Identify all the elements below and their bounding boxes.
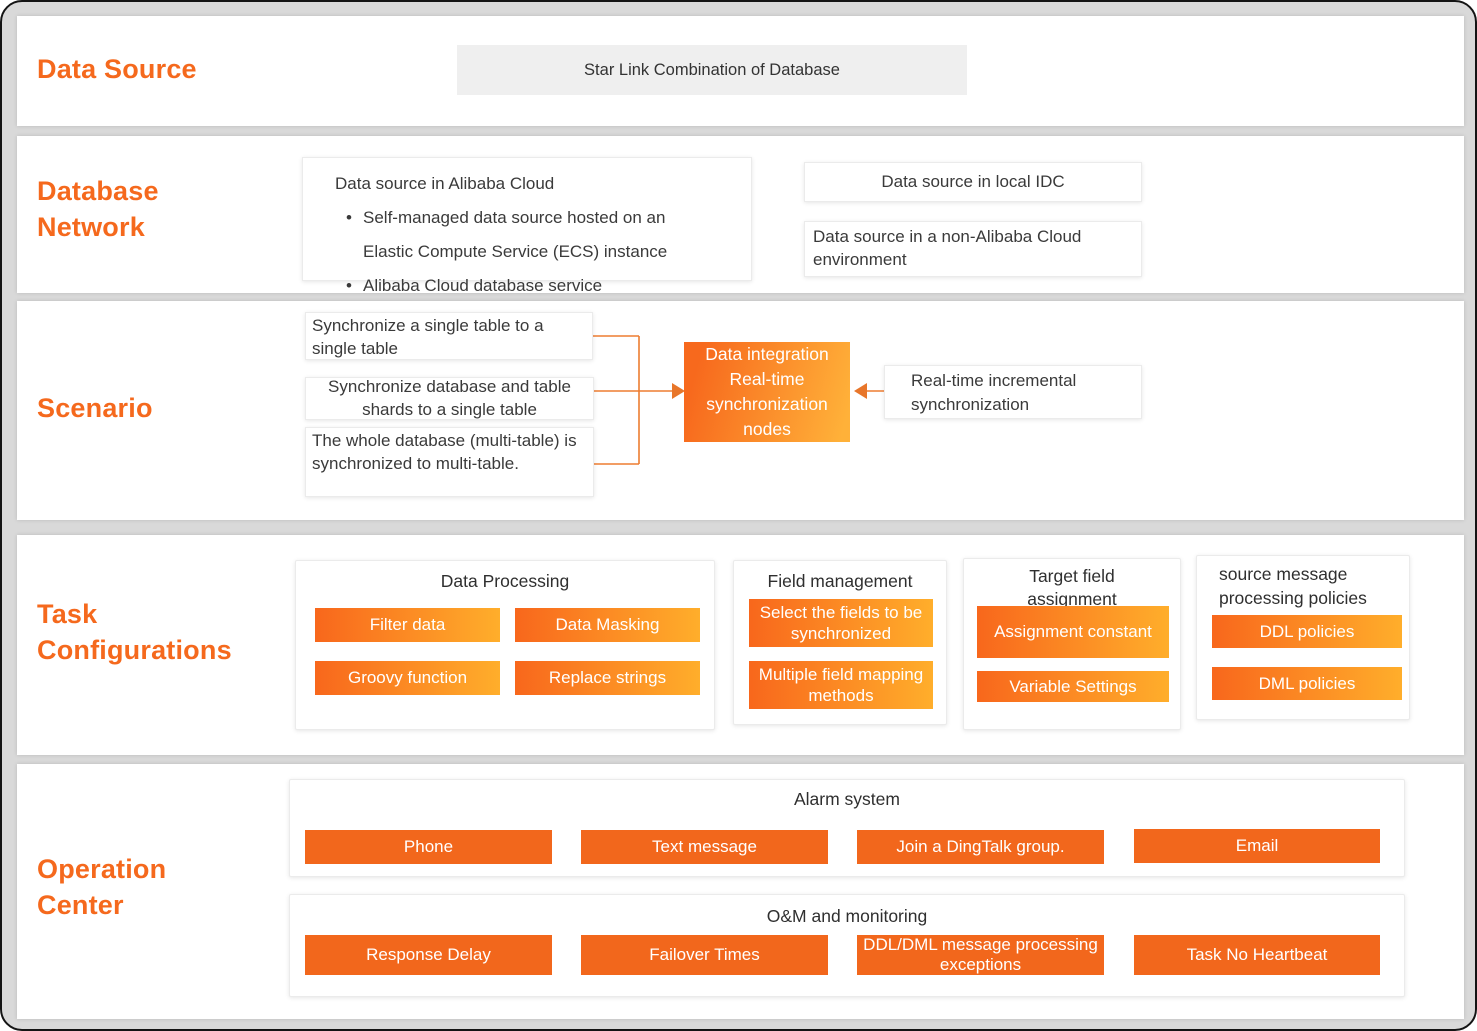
button-text-message: Text message bbox=[581, 830, 828, 864]
button-task-no-heartbeat: Task No Heartbeat bbox=[1134, 935, 1380, 975]
button-groovy-function: Groovy function bbox=[315, 661, 500, 695]
group-data-processing-title: Data Processing bbox=[440, 571, 570, 591]
group-source-message-policies-title: source message processing policies bbox=[1219, 564, 1367, 608]
button-filter-data: Filter data bbox=[315, 608, 500, 642]
scenario-box-whole-database: The whole database (multi-table) is sync… bbox=[305, 427, 594, 497]
section-data-source: Data Source Star Link Combination of Dat… bbox=[17, 16, 1464, 126]
button-data-masking: Data Masking bbox=[515, 608, 700, 642]
operation-center-title: Operation Center bbox=[37, 854, 167, 920]
bullet-icon: • bbox=[346, 208, 352, 227]
button-variable-settings: Variable Settings bbox=[977, 671, 1169, 702]
group-field-management-title: Field management bbox=[767, 571, 913, 591]
button-failover-times: Failover Times bbox=[581, 935, 828, 975]
alibaba-cloud-bullet-1: • Self-managed data source hosted on an … bbox=[335, 201, 741, 269]
group-om-monitoring: O&M and monitoring Response Delay Failov… bbox=[289, 894, 1405, 997]
bullet-text: Alibaba Cloud database service bbox=[363, 276, 603, 295]
scenario-title: Scenario bbox=[37, 393, 153, 423]
group-alarm-system: Alarm system Phone Text message Join a D… bbox=[289, 779, 1405, 877]
group-field-management: Field management Select the fields to be… bbox=[733, 560, 947, 725]
button-email: Email bbox=[1134, 829, 1380, 863]
alibaba-cloud-bullet-2: • Alibaba Cloud database service bbox=[335, 269, 741, 303]
scenario-box-table-shards: Synchronize database and table shards to… bbox=[305, 377, 594, 420]
section-scenario: Scenario Synchronize a single table to a… bbox=[17, 301, 1464, 520]
button-ddl-policies: DDL policies bbox=[1212, 615, 1402, 648]
button-ddl-dml-exceptions: DDL/DML message processing exceptions bbox=[857, 935, 1104, 975]
group-target-field-assignment: Target field assignment Assignment const… bbox=[963, 558, 1181, 730]
button-phone: Phone bbox=[305, 830, 552, 864]
group-source-message-policies: source message processing policies DDL p… bbox=[1196, 555, 1410, 720]
button-multiple-field-mapping: Multiple field mapping methods bbox=[749, 661, 933, 709]
section-operation-center: Operation Center Alarm system Phone Text… bbox=[17, 764, 1464, 1019]
task-configurations-title: Task Configurations bbox=[37, 599, 232, 665]
data-integration-node: Data integration Real-time synchronizati… bbox=[684, 342, 850, 442]
group-om-monitoring-title: O&M and monitoring bbox=[766, 906, 928, 926]
arrow-left-icon bbox=[854, 383, 867, 399]
section-database-network: Database Network Data source in Alibaba … bbox=[17, 136, 1464, 295]
group-data-processing: Data Processing Filter data Data Masking… bbox=[295, 560, 715, 730]
button-dml-policies: DML policies bbox=[1212, 667, 1402, 700]
realtime-incremental-box: Real-time incremental synchronization bbox=[884, 365, 1142, 419]
button-response-delay: Response Delay bbox=[305, 935, 552, 975]
scenario-box-single-table: Synchronize a single table to a single t… bbox=[305, 312, 593, 360]
non-alibaba-cloud-box: Data source in a non-Alibaba Cloud envir… bbox=[804, 221, 1142, 277]
star-link-box: Star Link Combination of Database bbox=[457, 45, 967, 95]
bullet-icon: • bbox=[346, 276, 352, 295]
alibaba-cloud-box-title: Data source in Alibaba Cloud bbox=[335, 174, 555, 193]
button-dingtalk-group: Join a DingTalk group. bbox=[857, 830, 1104, 864]
bullet-text: Self-managed data source hosted on an El… bbox=[363, 208, 668, 261]
button-replace-strings: Replace strings bbox=[515, 661, 700, 695]
button-select-fields: Select the fields to be synchronized bbox=[749, 599, 933, 647]
data-source-title: Data Source bbox=[37, 54, 197, 84]
alibaba-cloud-data-source-box: Data source in Alibaba Cloud • Self-mana… bbox=[302, 157, 752, 295]
group-target-field-assignment-title: Target field assignment bbox=[1027, 566, 1117, 609]
group-alarm-system-title: Alarm system bbox=[794, 789, 900, 809]
section-task-configurations: Task Configurations Data Processing Filt… bbox=[17, 535, 1464, 755]
database-network-title: Database Network bbox=[37, 176, 159, 242]
local-idc-box: Data source in local IDC bbox=[804, 162, 1142, 202]
button-assignment-constant: Assignment constant bbox=[977, 606, 1169, 658]
